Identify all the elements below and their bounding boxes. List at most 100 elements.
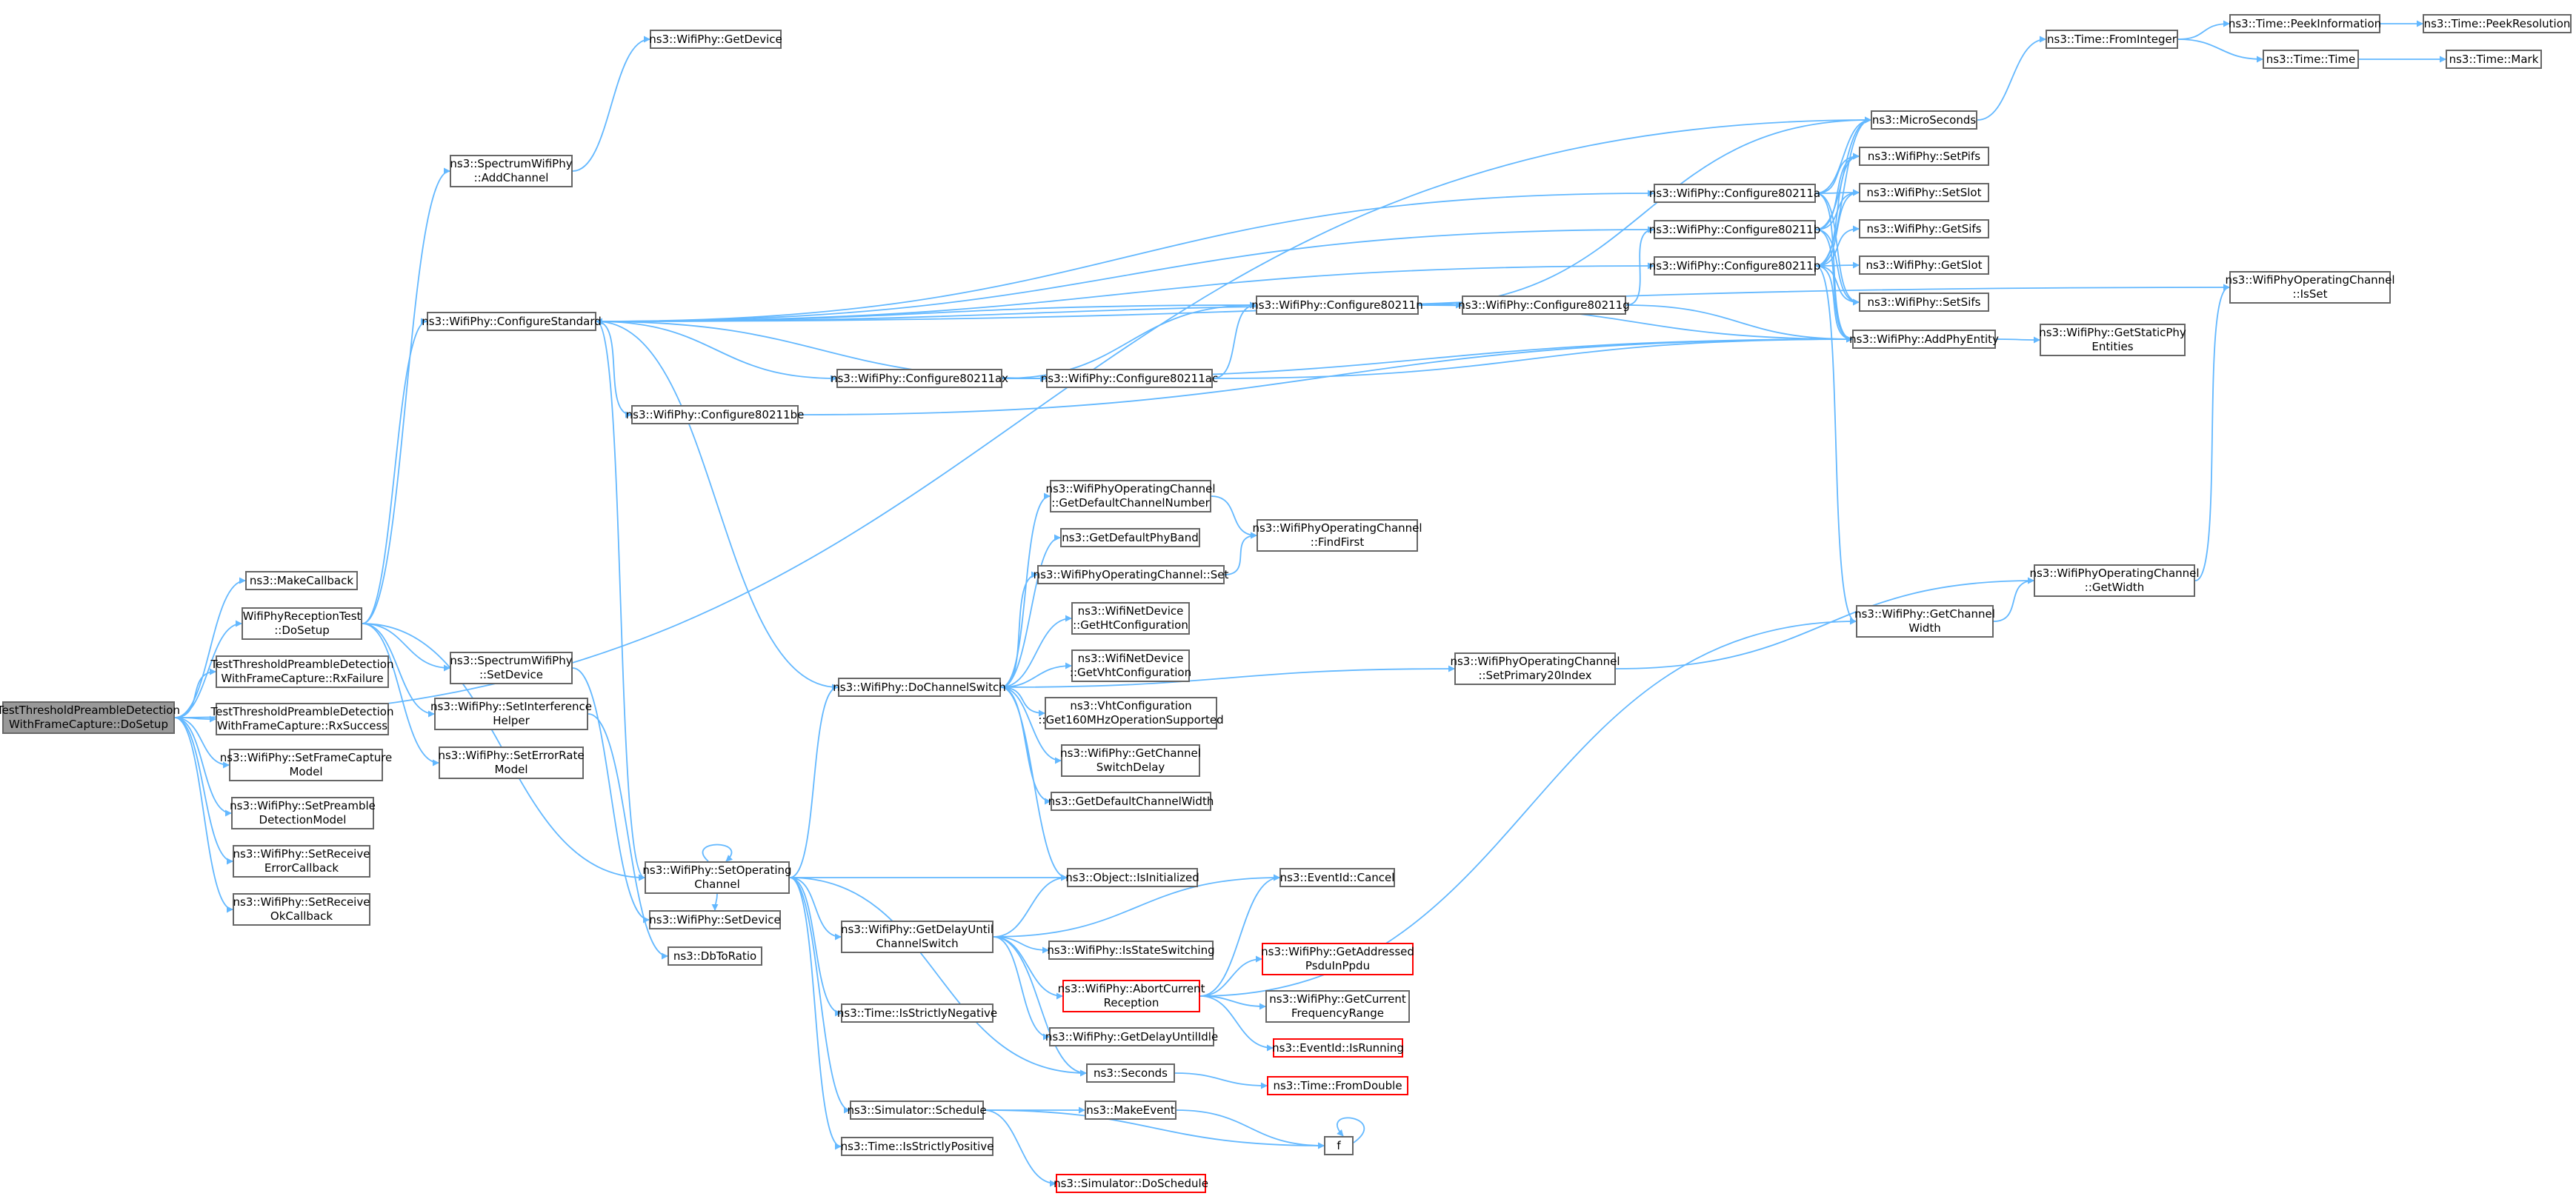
- node-set-sifs[interactable]: ns3::WifiPhy::SetSifs: [1859, 293, 1989, 312]
- node-is-initialized[interactable]: ns3::Object::IsInitialized: [1065, 868, 1199, 887]
- node-set-operating-channel[interactable]: ns3::WifiPhy::SetOperating Channel: [642, 861, 792, 894]
- node-get-ht-configuration[interactable]: ns3::WifiNetDevice ::GetHtConfiguration: [1071, 602, 1190, 635]
- edge-op_channel_set-to-find_first: [1224, 532, 1257, 575]
- node-make-event[interactable]: ns3::MakeEvent: [1085, 1101, 1176, 1120]
- edge-configure_standard-to-cfg_be: [596, 321, 632, 418]
- node-find-first[interactable]: ns3::WifiPhyOperatingChannel ::FindFirst: [1252, 519, 1422, 552]
- edge-set_operating_channel-to-set_device: [711, 893, 719, 911]
- node-rx-success[interactable]: TestThresholdPreambleDetection WithFrame…: [211, 703, 393, 735]
- node-eventid-cancel[interactable]: ns3::EventId::Cancel: [1279, 868, 1395, 887]
- node-get-160mhz-supported[interactable]: ns3::VhtConfiguration ::Get160MHzOperati…: [1038, 697, 1224, 729]
- node-set-slot[interactable]: ns3::WifiPhy::SetSlot: [1859, 183, 1989, 202]
- node-configure-80211b[interactable]: ns3::WifiPhy::Configure80211b: [1649, 220, 1820, 239]
- node-get-default-channel-width[interactable]: ns3::GetDefaultChannelWidth: [1048, 792, 1214, 811]
- node-is-strictly-positive[interactable]: ns3::Time::IsStrictlyPositive: [841, 1137, 994, 1156]
- node-is-strictly-negative[interactable]: ns3::Time::IsStrictlyNegative: [837, 1003, 997, 1023]
- node-configure-80211n[interactable]: ns3::WifiPhy::Configure80211n: [1251, 295, 1423, 315]
- node-set-primary20-index[interactable]: ns3::WifiPhyOperatingChannel ::SetPrimar…: [1450, 652, 1620, 685]
- node-peek-resolution[interactable]: ns3::Time::PeekResolution: [2423, 14, 2572, 33]
- edge-cfg_a-to-microseconds: [1815, 116, 1871, 194]
- node-do-channel-switch[interactable]: ns3::WifiPhy::DoChannelSwitch: [833, 678, 1006, 697]
- node-seconds[interactable]: ns3::Seconds: [1086, 1063, 1175, 1083]
- node-set-frame-capture[interactable]: ns3::WifiPhy::SetFrameCapture Model: [220, 749, 392, 781]
- edge-get_delay_until_cs-to-get_delay_until_idle: [993, 936, 1050, 1041]
- node-root[interactable]: TestThresholdPreambleDetection WithFrame…: [0, 701, 180, 734]
- edge-set_operating_channel-to-is_strictly_positive: [789, 877, 842, 1150]
- node-spectrum-set-device[interactable]: ns3::SpectrumWifiPhy ::SetDevice: [450, 652, 573, 684]
- node-get-sifs[interactable]: ns3::WifiPhy::GetSifs: [1859, 219, 1989, 238]
- node-time-mark[interactable]: ns3::Time::Mark: [2446, 50, 2542, 69]
- node-configure-standard[interactable]: ns3::WifiPhy::ConfigureStandard: [422, 312, 602, 331]
- edge-cfg_a-to-set_pifs: [1815, 153, 1860, 194]
- edge-root-to-set_preamble_det: [174, 717, 232, 817]
- edge-do_channel_switch-to-op_channel_set: [1000, 571, 1038, 688]
- edge-do_channel_switch-to-is_initialized: [1000, 687, 1068, 881]
- node-eventid-is-running[interactable]: ns3::EventId::IsRunning: [1272, 1038, 1404, 1058]
- edge-cfg_p-to-get_channel_width: [1815, 265, 1857, 625]
- edge-cfg_p-to-set_sifs: [1815, 265, 1860, 306]
- edge-root-to-set_rx_error_cb: [174, 717, 233, 865]
- node-op-get-width[interactable]: ns3::WifiPhyOperatingChannel ::GetWidth: [2029, 564, 2200, 597]
- node-get-delay-until-idle[interactable]: ns3::WifiPhy::GetDelayUntilIdle: [1045, 1027, 1218, 1046]
- node-db-to-ratio[interactable]: ns3::DbToRatio: [668, 946, 762, 966]
- edge-get_delay_until_cs-to-is_initialized: [993, 874, 1068, 938]
- node-configure-80211a[interactable]: ns3::WifiPhy::Configure80211a: [1649, 184, 1820, 203]
- edge-from_integer-to-time_time: [2177, 39, 2263, 63]
- node-spectrum-add-channel[interactable]: ns3::SpectrumWifiPhy ::AddChannel: [450, 155, 573, 187]
- node-from-integer[interactable]: ns3::Time::FromInteger: [2046, 30, 2178, 49]
- edge-get_channel_width-to-op_get_width: [1993, 577, 2034, 622]
- node-get-default-channel-number[interactable]: ns3::WifiPhyOperatingChannel ::GetDefaul…: [1045, 480, 1216, 512]
- node-get-static-phy-entities[interactable]: ns3::WifiPhy::GetStaticPhy Entities: [2039, 324, 2186, 356]
- edge-abort_current_rx-to-get_addressed_psdu: [1199, 955, 1262, 997]
- edge-do_channel_switch-to-set_primary20: [1000, 665, 1455, 688]
- node-set-device[interactable]: ns3::WifiPhy::SetDevice: [649, 910, 781, 929]
- node-configure-80211g[interactable]: ns3::WifiPhy::Configure80211g: [1458, 295, 1630, 315]
- node-from-double[interactable]: ns3::Time::FromDouble: [1267, 1076, 1408, 1095]
- edge-set_operating_channel-self: [702, 844, 733, 862]
- node-set-rx-error-callback[interactable]: ns3::WifiPhy::SetReceive ErrorCallback: [233, 845, 370, 878]
- node-get-default-phy-band[interactable]: ns3::GetDefaultPhyBand: [1060, 528, 1200, 547]
- node-configure-80211ax[interactable]: ns3::WifiPhy::Configure80211ax: [831, 369, 1008, 388]
- node-set-error-rate-model[interactable]: ns3::WifiPhy::SetErrorRate Model: [438, 747, 585, 779]
- node-configure-80211ac[interactable]: ns3::WifiPhy::Configure80211ac: [1041, 369, 1218, 388]
- node-simulator-do-schedule[interactable]: ns3::Simulator::DoSchedule: [1054, 1174, 1208, 1193]
- node-get-channel-width[interactable]: ns3::WifiPhy::GetChannel Width: [1854, 605, 1995, 638]
- edge-get_delay_until_cs-to-seconds: [993, 936, 1087, 1077]
- node-get-vht-configuration[interactable]: ns3::WifiNetDevice ::GetVhtConfiguration: [1070, 649, 1191, 682]
- node-get-slot[interactable]: ns3::WifiPhy::GetSlot: [1859, 256, 1989, 275]
- node-rx-failure[interactable]: TestThresholdPreambleDetection WithFrame…: [211, 655, 393, 688]
- node-f[interactable]: f: [1324, 1136, 1354, 1155]
- node-configure-80211p[interactable]: ns3::WifiPhy::Configure80211p: [1649, 256, 1820, 275]
- node-make-callback[interactable]: ns3::MakeCallback: [245, 571, 358, 590]
- edge-cfg_ac-to-add_phy_entity: [1212, 335, 1853, 379]
- edge-configure_standard-to-cfg_a: [596, 190, 1654, 322]
- node-get-device[interactable]: ns3::WifiPhy::GetDevice: [649, 30, 782, 49]
- node-op-channel-is-set[interactable]: ns3::WifiPhyOperatingChannel ::IsSet: [2225, 271, 2395, 304]
- edge-wrt_dosetup-to-set_error_rate: [362, 623, 439, 767]
- node-simulator-schedule[interactable]: ns3::Simulator::Schedule: [847, 1101, 987, 1120]
- edge-do_channel_switch-to-get_160mhz: [1000, 687, 1045, 717]
- edge-microseconds-to-from_integer: [1977, 36, 2046, 121]
- node-get-current-frequency-range[interactable]: ns3::WifiPhy::GetCurrent FrequencyRange: [1265, 990, 1410, 1023]
- edge-do_channel_switch-to-get_default_channel_width: [1000, 687, 1051, 805]
- node-add-phy-entity[interactable]: ns3::WifiPhy::AddPhyEntity: [1849, 330, 1999, 349]
- node-peek-information[interactable]: ns3::Time::PeekInformation: [2229, 14, 2381, 33]
- node-set-preamble-detection[interactable]: ns3::WifiPhy::SetPreamble DetectionModel: [230, 797, 376, 829]
- node-get-channel-switch-delay[interactable]: ns3::WifiPhy::GetChannel SwitchDelay: [1060, 744, 1201, 777]
- node-configure-80211be[interactable]: ns3::WifiPhy::Configure80211be: [626, 405, 804, 424]
- node-get-delay-until-channel-switch[interactable]: ns3::WifiPhy::GetDelayUntil ChannelSwitc…: [841, 921, 994, 953]
- node-set-rx-ok-callback[interactable]: ns3::WifiPhy::SetReceive OkCallback: [233, 893, 370, 926]
- edge-cfg_p-to-set_pifs: [1815, 153, 1860, 267]
- node-op-channel-set[interactable]: ns3::WifiPhyOperatingChannel::Set: [1034, 565, 1228, 584]
- node-time-time[interactable]: ns3::Time::Time: [2263, 50, 2359, 69]
- edge-cfg_g-to-cfg_b: [1625, 226, 1654, 306]
- node-set-pifs[interactable]: ns3::WifiPhy::SetPifs: [1859, 147, 1989, 166]
- edge-cfg_n-to-microseconds: [1418, 116, 1871, 306]
- edge-cfg_p-to-get_sifs: [1815, 225, 1860, 267]
- node-get-addressed-psdu[interactable]: ns3::WifiPhy::GetAddressed PsduInPpdu: [1261, 943, 1414, 975]
- node-microseconds[interactable]: ns3::MicroSeconds: [1871, 110, 1977, 130]
- node-wrt-dosetup[interactable]: WifiPhyReceptionTest ::DoSetup: [242, 607, 362, 640]
- node-is-state-switching[interactable]: ns3::WifiPhy::IsStateSwitching: [1047, 941, 1215, 960]
- node-abort-current-reception[interactable]: ns3::WifiPhy::AbortCurrent Reception: [1058, 980, 1205, 1012]
- node-set-interference-helper[interactable]: ns3::WifiPhy::SetInterference Helper: [430, 698, 592, 730]
